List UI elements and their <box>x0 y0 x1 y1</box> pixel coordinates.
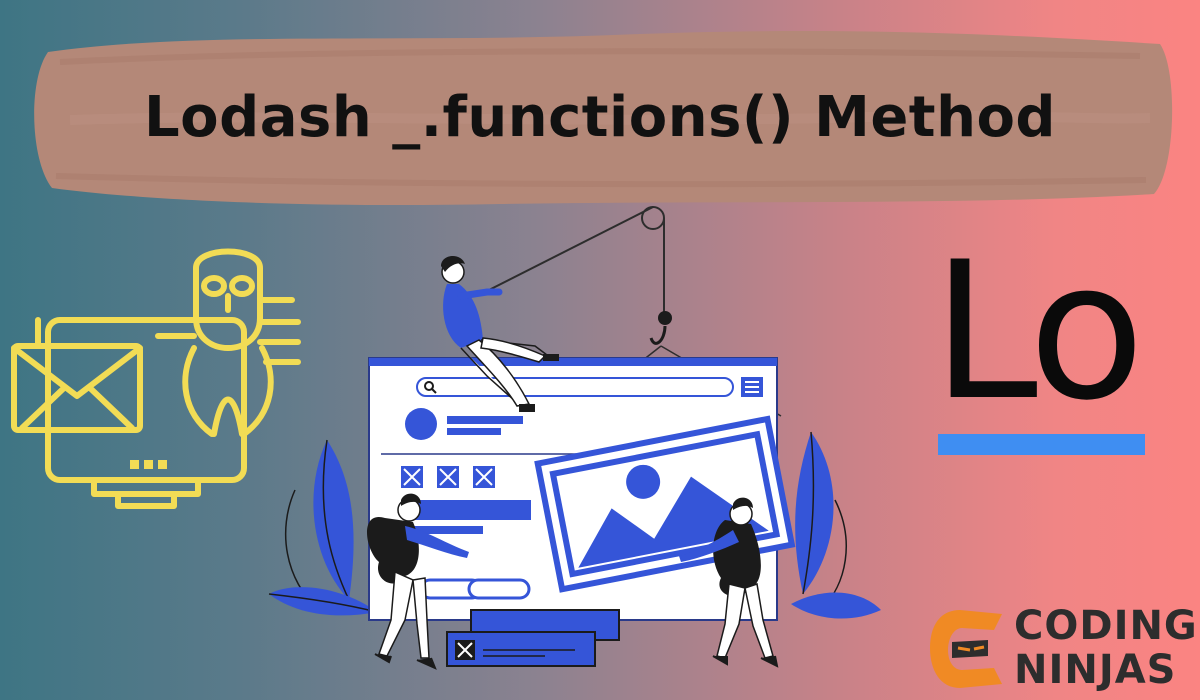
lodash-logo-text: Lo <box>932 221 1145 442</box>
search-icon <box>424 381 437 394</box>
ninja-logo-icon <box>930 610 1002 688</box>
page-title: Lodash _.functions() Method <box>143 84 1056 150</box>
title-banner <box>34 31 1173 206</box>
website-builders-illustration <box>268 206 881 670</box>
lodash-logo-underline <box>938 434 1145 455</box>
crane-hook <box>649 325 667 345</box>
person-right <box>679 497 779 668</box>
person-pulling-rope <box>441 255 559 412</box>
brand-line-ninjas: NINJAS <box>1014 647 1177 693</box>
checkbox-row <box>401 466 495 488</box>
profile-avatar <box>405 408 437 440</box>
owl-monitor-icon <box>11 248 301 509</box>
leaves-right <box>791 431 881 619</box>
leaves-left <box>268 439 378 616</box>
person-left <box>367 493 469 670</box>
brand-line-coding: CODING <box>1014 603 1198 649</box>
menu-icon <box>741 377 763 397</box>
